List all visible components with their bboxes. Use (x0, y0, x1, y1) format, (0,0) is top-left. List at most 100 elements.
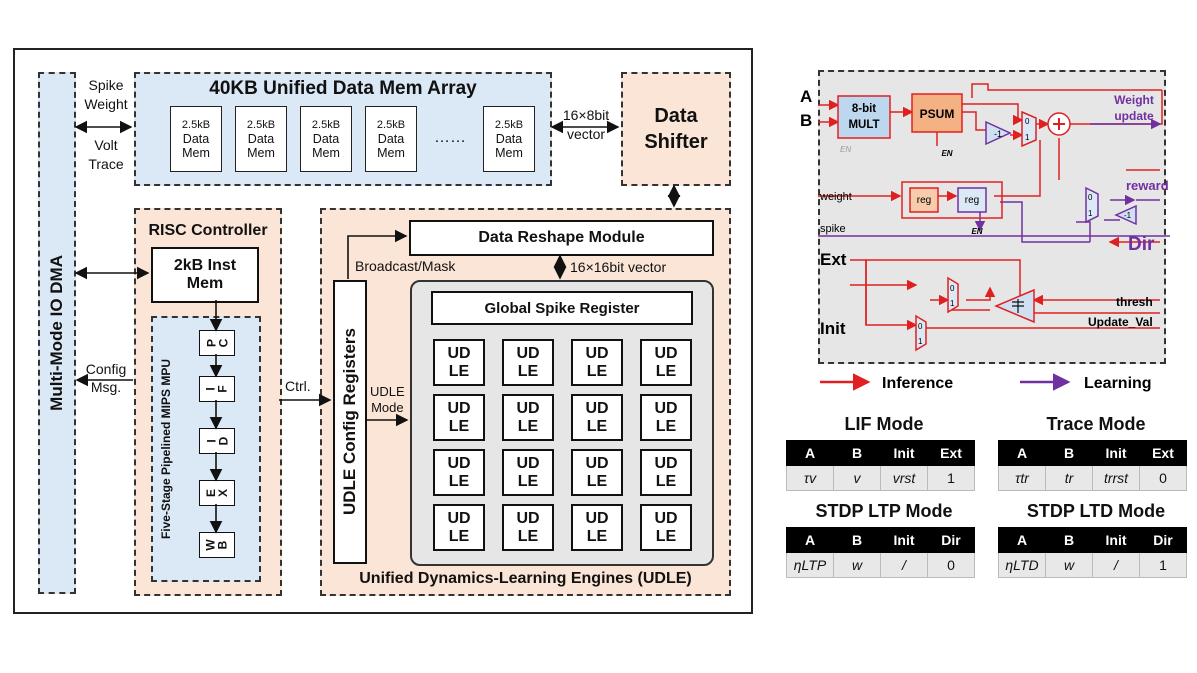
init-label: Init (820, 319, 846, 338)
mux-dir (1085, 186, 1099, 224)
mode-table-header: B (833, 440, 881, 466)
udle-engine-label: UD (516, 344, 540, 362)
mode-table-cell: vrst (880, 465, 928, 491)
mode-table-cell: tr (1045, 465, 1093, 491)
inst-mem-line2: Mem (186, 275, 224, 292)
mode-table-cell: ηLTP (786, 552, 834, 578)
spike-label: Spike (88, 77, 124, 93)
legend-inference-label: Inference (882, 375, 953, 392)
mode-table-header: A (786, 440, 834, 466)
mux-ext-0: 0 (950, 284, 955, 293)
udle-engine-label: LE (586, 362, 608, 380)
config-msg-label: Config Msg. (80, 360, 132, 396)
udle-engine-label: LE (448, 472, 470, 490)
udle-engine-label: UD (447, 344, 471, 362)
reg-red (909, 187, 939, 213)
input-a-label: A (800, 87, 812, 106)
mux-dir-0: 0 (1088, 193, 1093, 202)
mode-table-cell: τtr (998, 465, 1046, 491)
mult-en-label: EN (840, 145, 851, 154)
udle-engine-label: LE (448, 527, 470, 545)
udle-engine-label: UD (447, 399, 471, 417)
udle-engine-label: LE (517, 527, 539, 545)
mem-cell-l1: Data (495, 132, 523, 146)
mem-cell-l2: Mem (377, 146, 405, 160)
mode-table-cell: ηLTD (998, 552, 1046, 578)
udle-engine-label: UD (516, 399, 540, 417)
weight-input-label: weight (819, 191, 852, 203)
weight-label: Weight (84, 96, 128, 112)
mult-line2: MULT (848, 119, 879, 131)
mode-table-cell: 0 (1139, 465, 1187, 491)
mode-table-header: B (1045, 527, 1093, 553)
update-val-label: Update_Val (1088, 315, 1153, 329)
negate-triangle (985, 120, 1012, 146)
udle-engine-label: LE (655, 417, 677, 435)
reward-label: reward (1126, 178, 1169, 193)
mem-cell-l1: Data (377, 132, 405, 146)
spike-input-label: spike (820, 223, 846, 235)
mem-cell-l1: Data (247, 132, 275, 146)
udle-mode-label: UDLE Mode (370, 384, 405, 416)
udle-mode-line1: UDLE (370, 384, 405, 399)
config-line: Config (85, 361, 127, 377)
global-spike-label: Global Spike Register (484, 299, 640, 317)
negate-dir-label: -1 (1124, 211, 1132, 220)
mux-init-0: 0 (918, 322, 923, 331)
volt-trace-label: Volt Trace (80, 136, 132, 174)
msg-line: Msg. (90, 379, 122, 395)
mode-table-header: Init (1092, 440, 1140, 466)
mux-update-1: 1 (1025, 133, 1030, 142)
input-b-label: B (800, 111, 812, 130)
udle-engine-label: UD (654, 399, 678, 417)
reg-purple-label: reg (965, 195, 979, 206)
vector-16x16-label: 16×16bit vector (570, 259, 667, 275)
mode-table-cell: / (1092, 552, 1140, 578)
mux-dir-1: 1 (1088, 209, 1093, 218)
mux-ext (947, 276, 959, 314)
spike-weight-label: Spike Weight (80, 76, 132, 114)
mux-ext-1: 1 (950, 299, 955, 308)
mode-table-cell: trrst (1092, 465, 1140, 491)
mem-cell-l1: Data (312, 132, 340, 146)
udle-engine-label: UD (447, 509, 471, 527)
udle-engine-label: UD (654, 454, 678, 472)
mode-table-header: A (998, 527, 1046, 553)
data-reshape-module: Data Reshape Module (409, 220, 714, 256)
reg-red-label: reg (917, 195, 931, 206)
mode-table-cell: τv (786, 465, 834, 491)
mult-line1: 8-bit (852, 103, 876, 115)
global-spike-register: Global Spike Register (431, 291, 693, 325)
udle-engine-label: LE (586, 527, 608, 545)
config-reshape-arrow (347, 229, 408, 279)
udle-engine-label: LE (517, 472, 539, 490)
mem-cell-l2: Mem (312, 146, 340, 160)
mem-cell-size: 2.5kB (311, 119, 341, 131)
inst-mem: 2kB Inst Mem (151, 247, 259, 303)
mode-table-header: Ext (1139, 440, 1187, 466)
ext-label: Ext (820, 250, 847, 269)
mode-table-cell: w (833, 552, 881, 578)
negate-triangle-dir (1114, 204, 1137, 226)
udle-engine-label: LE (655, 362, 677, 380)
inst-mem-line1: 2kB Inst (173, 257, 237, 274)
udle-engine-label: LE (586, 472, 608, 490)
mux-init (915, 314, 927, 352)
data-shifter-line2: Shifter (644, 131, 708, 153)
mode-table-cell: 0 (927, 552, 975, 578)
mode-table-header: Init (1092, 527, 1140, 553)
